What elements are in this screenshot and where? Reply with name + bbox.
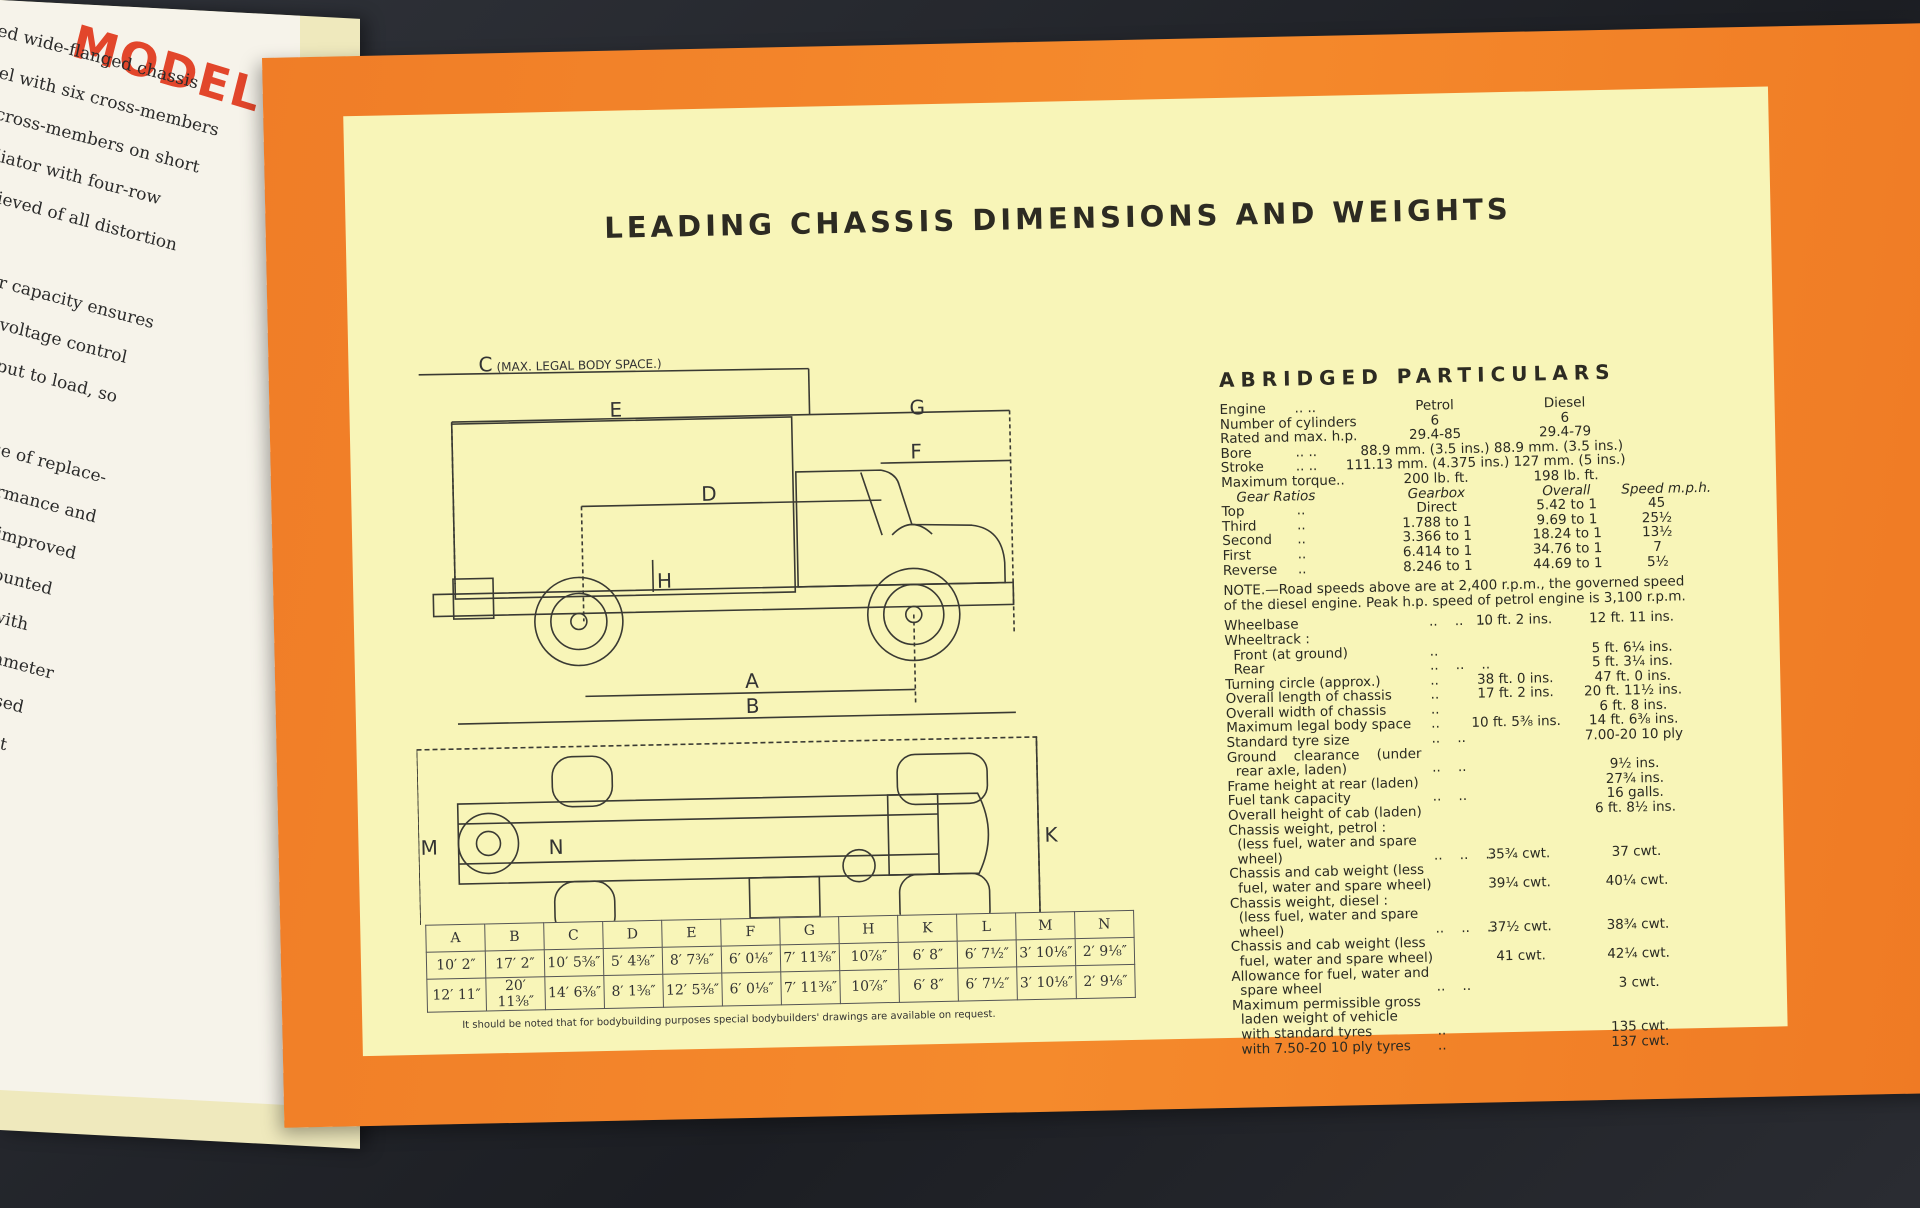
dimensions-table: A B C D E F G H K L M N 10′ 2″ 17′ 2″ 10… <box>425 910 1136 1013</box>
table-cell: F <box>720 917 781 947</box>
chassis-drawing: C (MAX. LEGAL BODY SPACE.) E G F D H <box>406 352 1059 925</box>
label-g: G <box>909 395 925 419</box>
table-cell: 6′ 7½″ <box>957 939 1017 969</box>
gear-name: Top <box>1221 503 1245 521</box>
spec-dots: .. <box>1297 546 1307 563</box>
table-cell: 3′ 10⅛″ <box>1016 938 1076 967</box>
label-k: K <box>1044 822 1058 846</box>
table-cell: 2′ 9⅛″ <box>1075 937 1135 966</box>
table-cell: B <box>484 922 545 952</box>
spec-dots: .. <box>1430 701 1440 718</box>
table-cell: N <box>1074 910 1135 939</box>
spec-label: with 7.50-20 10 ply tyres <box>1232 1037 1411 1058</box>
label-f: F <box>910 439 922 463</box>
table-cell: 12′ 11″ <box>426 978 487 1013</box>
table-cell: 7′ 11⅜″ <box>780 943 840 972</box>
spec-dots: .. <box>1297 531 1307 548</box>
spec-dots: .. <box>1430 686 1440 703</box>
table-cell: 17′ 2″ <box>485 949 545 979</box>
label-n: N <box>548 835 563 859</box>
label-c-note: (MAX. LEGAL BODY SPACE.) <box>496 357 661 374</box>
spec-dots: .. <box>1430 672 1440 689</box>
spec-diesel: 137 cwt. <box>1611 1032 1670 1050</box>
label-h: H <box>657 569 673 593</box>
label-m: M <box>420 835 438 859</box>
gear-speed: 7 <box>1653 538 1663 555</box>
gear-speed: 5½ <box>1646 553 1669 570</box>
spec-dots: .. <box>1429 642 1439 660</box>
table-cell: 3′ 10⅛″ <box>1016 965 1077 1000</box>
gear-overall: 44.69 to 1 <box>1533 554 1603 573</box>
table-cell: 6′ 8″ <box>898 941 958 970</box>
gear-name: Reverse <box>1222 561 1278 579</box>
label-b: B <box>745 694 759 718</box>
table-cell: 6′ 7½″ <box>957 966 1018 1002</box>
table-cell: C <box>543 921 604 950</box>
cream-panel: LEADING CHASSIS DIMENSIONS AND WEIGHTS C… <box>343 86 1788 1058</box>
label-d: D <box>701 482 717 506</box>
spec-dots: .. .. <box>1436 978 1472 995</box>
table-cell: K <box>897 914 958 943</box>
label-e: E <box>609 398 622 422</box>
gear-name: First <box>1222 547 1252 564</box>
particulars-list: Engine .. .. Petrol Diesel Number of cyl… <box>1219 393 1711 1058</box>
table-cell: H <box>838 915 899 944</box>
table-cell: 8′ 1⅜″ <box>603 974 664 1009</box>
spec-dots: .. .. <box>1294 400 1317 417</box>
table-cell: 7′ 11⅜″ <box>780 970 841 1005</box>
table-cell: 10⅞″ <box>839 969 900 1004</box>
table-cell: 14′ 6⅜″ <box>544 975 605 1010</box>
table-cell: 5′ 4⅜″ <box>603 947 663 976</box>
table-cell: 6′ 0⅛″ <box>721 971 782 1007</box>
table-cell: G <box>779 916 840 945</box>
table-cell: 20′ 11⅜″ <box>485 976 546 1012</box>
particulars-title: ABRIDGED PARTICULARS <box>1218 359 1616 393</box>
spec-dots: .. <box>1335 472 1345 489</box>
table-cell: 10′ 5⅜″ <box>544 948 604 977</box>
table-cell: D <box>602 920 663 949</box>
table-cell: 8′ 7⅜″ <box>662 946 722 975</box>
spec-dots: .. .. <box>1431 759 1467 776</box>
spec-dots: .. <box>1296 516 1306 534</box>
table-cell: 6′ 8″ <box>898 968 959 1003</box>
table-cell: L <box>956 912 1017 942</box>
spec-dots: .. <box>1297 560 1307 577</box>
table-cell: M <box>1015 911 1076 940</box>
table-cell: 6′ 0⅛″ <box>721 944 781 974</box>
table-cell: 10′ 2″ <box>426 951 486 980</box>
spec-dots: .. <box>1296 502 1306 519</box>
spec-dots: .. <box>1431 715 1440 733</box>
spec-dots: .. <box>1437 1036 1447 1054</box>
table-cell: A <box>425 924 486 953</box>
orange-page: LEADING CHASSIS DIMENSIONS AND WEIGHTS C… <box>262 23 1920 1128</box>
spec-dots: .. <box>1437 1022 1447 1039</box>
gear-gearbox: 8.246 to 1 <box>1403 557 1473 575</box>
road-speed-note: NOTE.—Road speeds above are at 2,400 r.p… <box>1223 573 1686 614</box>
spec-dots: .. .. <box>1432 788 1468 806</box>
label-c: C <box>478 352 492 376</box>
table-cell: E <box>661 919 722 948</box>
spec-dots: .. .. <box>1431 730 1467 747</box>
table-cell: 10⅞″ <box>839 942 899 971</box>
label-l: L <box>406 836 411 860</box>
table-cell: 12′ 5⅜″ <box>662 973 723 1008</box>
bodybuilding-note: It should be noted that for bodybuilding… <box>462 1008 996 1032</box>
table-cell: 2′ 9⅛″ <box>1075 964 1136 999</box>
label-a: A <box>745 669 759 693</box>
